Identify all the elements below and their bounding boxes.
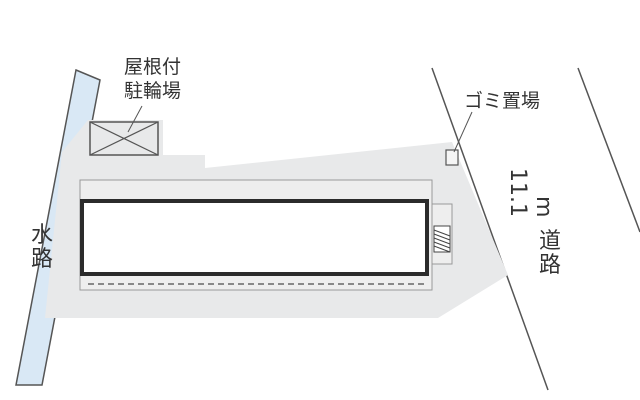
road-edge-right [577,67,640,233]
garbage-area-leader [453,111,473,153]
road-edge-left [431,67,549,391]
waterway-label: 水 路 [30,223,53,272]
bike-parking-cross [89,121,159,156]
bike-parking-leader [127,105,143,133]
road-width-label: 11.1 [505,168,530,217]
building-outline [80,199,429,276]
bike-parking-box [89,121,159,156]
bike-parking-label-line1: 屋根付 [124,56,182,78]
garbage-area-box [445,149,459,166]
stairs-icon [433,225,451,253]
bike-parking-label-line2: 駐輪場 [124,80,182,102]
road-label: 道 路 [538,229,561,278]
garbage-area-label: ゴミ置場 [464,90,541,112]
road-unit-label: m [531,196,556,218]
